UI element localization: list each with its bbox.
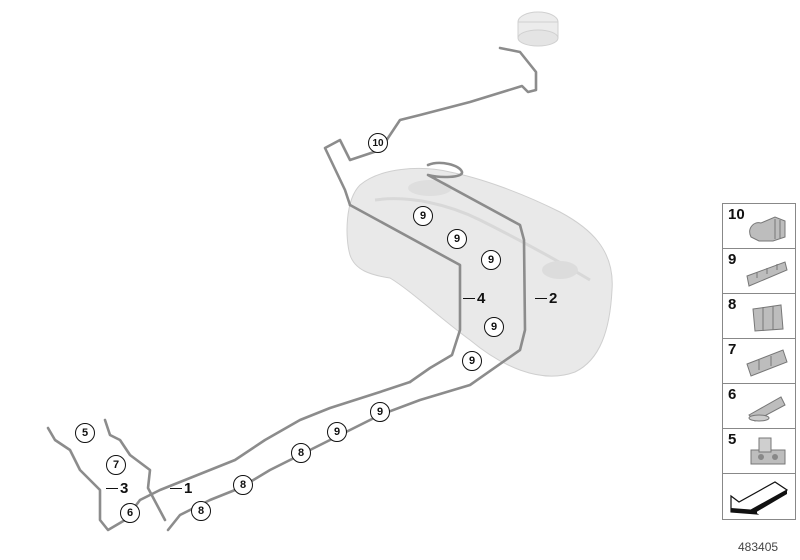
parts-legend: 10 9 8 7 6 5 [722, 203, 796, 520]
clip-8-icon [752, 304, 784, 332]
legend-item-9[interactable]: 9 [723, 249, 795, 294]
callout-10[interactable]: 10 [368, 133, 388, 153]
legend-item-10[interactable]: 10 [723, 204, 795, 249]
part-label-3[interactable]: 3 [106, 480, 128, 497]
legend-number: 5 [728, 431, 737, 448]
document-number: 483405 [738, 540, 779, 554]
leader-line [106, 487, 118, 490]
legend-number: 8 [728, 296, 737, 313]
clip-6-icon [748, 396, 786, 422]
legend-item-6[interactable]: 6 [723, 384, 795, 429]
clip-5-icon [750, 437, 786, 465]
clip-9-icon [746, 261, 788, 287]
part-label-1[interactable]: 1 [170, 480, 192, 497]
legend-item-7[interactable]: 7 [723, 339, 795, 384]
leader-line [170, 487, 182, 490]
part-label-2[interactable]: 2 [535, 290, 557, 307]
legend-item-8[interactable]: 8 [723, 294, 795, 339]
legend-number: 7 [728, 341, 737, 358]
legend-number: 10 [728, 206, 745, 223]
callout-5[interactable]: 5 [75, 423, 95, 443]
legend-item-direction[interactable] [723, 474, 795, 519]
callout-6[interactable]: 6 [120, 503, 140, 523]
callout-9[interactable]: 9 [484, 317, 504, 337]
filter-canister [517, 11, 559, 47]
legend-item-5[interactable]: 5 [723, 429, 795, 474]
callout-8[interactable]: 8 [233, 475, 253, 495]
callout-9[interactable]: 9 [413, 206, 433, 226]
legend-number: 9 [728, 251, 737, 268]
fuel-tank [346, 168, 613, 377]
part-number: 2 [549, 290, 558, 307]
callout-9[interactable]: 9 [370, 402, 390, 422]
legend-number: 6 [728, 386, 737, 403]
part-number: 4 [477, 290, 486, 307]
clip-10-icon [749, 216, 786, 242]
leader-line [463, 297, 475, 300]
callout-9[interactable]: 9 [327, 422, 347, 442]
clip-7-icon [746, 349, 788, 377]
part-number: 3 [120, 480, 129, 497]
leader-line [535, 297, 547, 300]
direction-arrow-icon [730, 481, 789, 515]
callout-9[interactable]: 9 [447, 229, 467, 249]
callout-7[interactable]: 7 [106, 455, 126, 475]
part-number: 1 [184, 480, 193, 497]
part-label-4[interactable]: 4 [463, 290, 485, 307]
callout-8[interactable]: 8 [291, 443, 311, 463]
callout-9[interactable]: 9 [462, 351, 482, 371]
fuel-lines [46, 46, 538, 532]
callout-9[interactable]: 9 [481, 250, 501, 270]
callout-8[interactable]: 8 [191, 501, 211, 521]
